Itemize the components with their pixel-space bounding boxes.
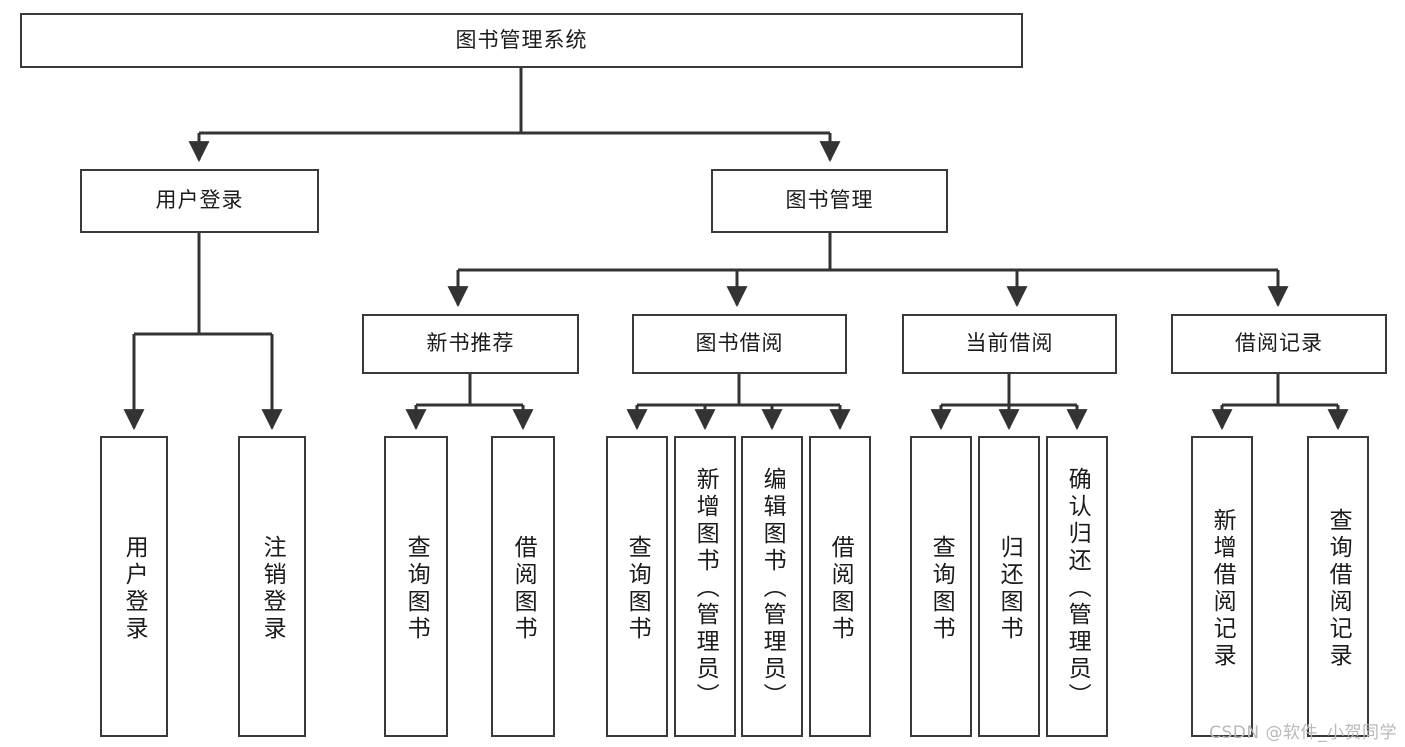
node-book-manage[interactable]: 图书管理 bbox=[711, 169, 948, 233]
node-label: 查询借阅记录 bbox=[1325, 507, 1352, 670]
node-label: 借阅图书 bbox=[827, 534, 854, 643]
node-label: 注销登录 bbox=[259, 534, 286, 643]
node-label: 借阅图书 bbox=[510, 534, 537, 643]
node-label: 归还图书 bbox=[996, 534, 1023, 643]
node-label: 查询图书 bbox=[624, 534, 651, 643]
node-leaf-add-record[interactable]: 新增借阅记录 bbox=[1191, 436, 1253, 737]
node-new-book-recommend[interactable]: 新书推荐 bbox=[362, 314, 579, 374]
node-current-borrow[interactable]: 当前借阅 bbox=[902, 314, 1117, 374]
node-label: 新书推荐 bbox=[426, 331, 515, 356]
node-label: 查询图书 bbox=[403, 534, 430, 643]
node-leaf-user-logout[interactable]: 注销登录 bbox=[238, 436, 306, 737]
node-label: 查询图书 bbox=[928, 534, 955, 643]
node-label: 借阅记录 bbox=[1235, 331, 1323, 356]
node-root-system[interactable]: 图书管理系统 bbox=[20, 13, 1023, 68]
node-book-borrow[interactable]: 图书借阅 bbox=[632, 314, 847, 374]
node-leaf-borrow-book-1[interactable]: 借阅图书 bbox=[491, 436, 555, 737]
node-label: 当前借阅 bbox=[965, 331, 1054, 356]
node-label: 新增图书（管理员） bbox=[692, 467, 719, 710]
node-label: 确认归还（管理员） bbox=[1064, 467, 1091, 710]
node-leaf-return-book[interactable]: 归还图书 bbox=[978, 436, 1040, 737]
node-leaf-user-login[interactable]: 用户登录 bbox=[100, 436, 168, 737]
node-leaf-query-book-1[interactable]: 查询图书 bbox=[384, 436, 448, 737]
node-borrow-record[interactable]: 借阅记录 bbox=[1171, 314, 1387, 374]
node-label: 用户登录 bbox=[155, 188, 244, 213]
node-leaf-add-book[interactable]: 新增图书（管理员） bbox=[674, 436, 736, 737]
node-label: 新增借阅记录 bbox=[1209, 507, 1236, 670]
node-label: 用户登录 bbox=[121, 534, 148, 643]
node-label: 图书管理系统 bbox=[455, 27, 588, 52]
node-user-login[interactable]: 用户登录 bbox=[80, 169, 319, 233]
node-leaf-query-record[interactable]: 查询借阅记录 bbox=[1307, 436, 1369, 737]
node-label: 编辑图书（管理员） bbox=[759, 467, 786, 710]
node-label: 图书借阅 bbox=[695, 331, 784, 356]
node-leaf-borrow-book-2[interactable]: 借阅图书 bbox=[809, 436, 871, 737]
node-leaf-confirm-return[interactable]: 确认归还（管理员） bbox=[1046, 436, 1108, 737]
node-leaf-query-book-3[interactable]: 查询图书 bbox=[910, 436, 972, 737]
node-leaf-query-book-2[interactable]: 查询图书 bbox=[606, 436, 668, 737]
node-label: 图书管理 bbox=[785, 188, 874, 213]
node-leaf-edit-book[interactable]: 编辑图书（管理员） bbox=[741, 436, 803, 737]
